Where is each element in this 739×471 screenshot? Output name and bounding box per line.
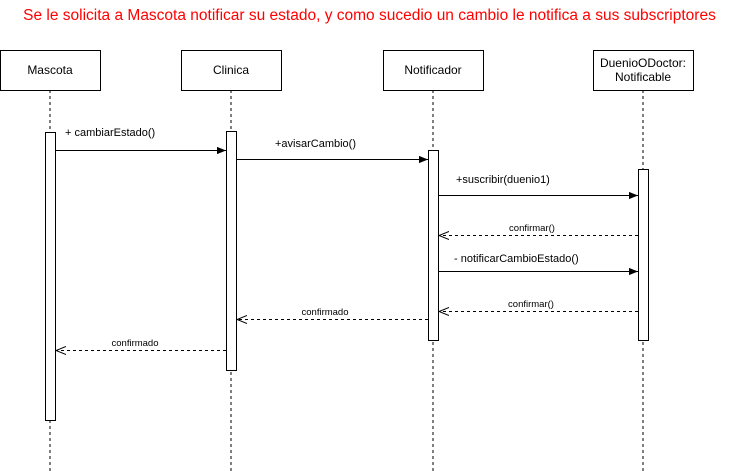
participant-label: Mascota (27, 63, 73, 77)
participant-duenio[interactable]: DuenioODoctor:Notificable (593, 50, 694, 91)
message-label: confirmado (112, 338, 159, 349)
participant-label: Notificable (615, 70, 671, 84)
message-label: +suscribir(duenio1) (456, 174, 550, 186)
message-label: - notificarCambioEstado() (454, 253, 579, 265)
participant-notificador[interactable]: Notificador (383, 50, 484, 91)
participant-label: Clinica (213, 63, 249, 77)
message-label: +avisarCambio() (275, 138, 356, 150)
message-2[interactable]: +avisarCambio() (237, 138, 428, 164)
activation-bar-clinica (226, 131, 237, 371)
message-label: confirmar() (508, 299, 554, 310)
message-3[interactable]: +suscribir(duenio1) (439, 174, 638, 200)
return-message-6[interactable]: confirmar() (439, 299, 638, 312)
return-message-8[interactable]: confirmado (56, 338, 226, 351)
diagram-title: Se le solicita a Mascota notificar su es… (23, 7, 716, 24)
participant-mascota[interactable]: Mascota (0, 50, 101, 91)
participant-label: DuenioODoctor: (600, 56, 686, 70)
activation-bar-duenio (638, 169, 649, 341)
message-label: confirmar() (509, 223, 555, 234)
activation-bar-mascota (45, 132, 56, 421)
message-label: confirmado (302, 307, 349, 318)
participant-label: Notificador (404, 63, 461, 77)
message-label: + cambiarEstado() (65, 127, 155, 139)
message-1[interactable]: + cambiarEstado() (56, 127, 226, 155)
participant-clinica[interactable]: Clinica (181, 50, 282, 91)
activation-bar-notificador (428, 150, 439, 341)
return-message-7[interactable]: confirmado (237, 307, 428, 320)
message-5[interactable]: - notificarCambioEstado() (439, 253, 638, 276)
return-message-4[interactable]: confirmar() (439, 223, 638, 236)
